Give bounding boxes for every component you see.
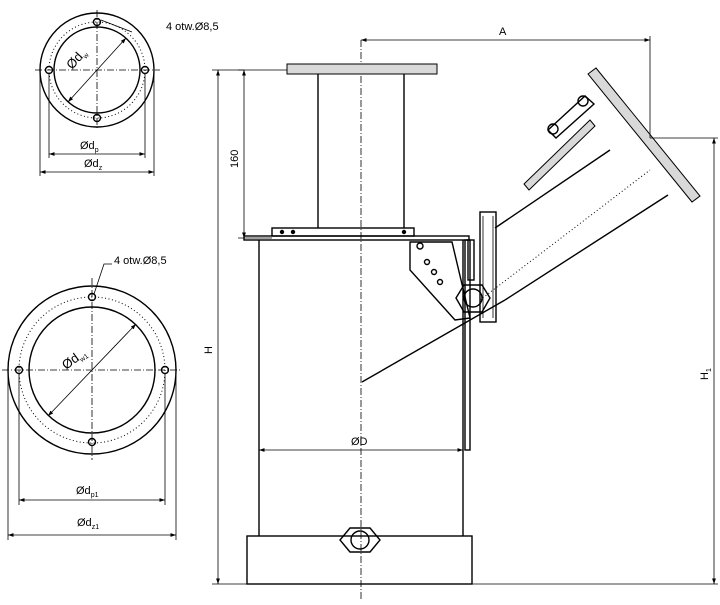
bolt-hole xyxy=(160,365,170,375)
bolt xyxy=(401,229,407,235)
bolt-hole xyxy=(92,113,102,123)
bolt-hole xyxy=(87,292,97,302)
large-flange-dz1-label: Ødz1 xyxy=(77,517,99,531)
large-flange-bolt-holes xyxy=(14,292,170,447)
small-flange-dw-dim-line xyxy=(67,37,127,103)
bolt-hole xyxy=(92,17,102,27)
chute-lower-edge xyxy=(361,299,506,383)
dim-160-label: 160 xyxy=(229,150,241,168)
drain-nut xyxy=(339,527,381,553)
bolt xyxy=(279,229,285,235)
valve-stem xyxy=(467,239,475,281)
base-block xyxy=(246,535,473,585)
dim-D-label: ØD xyxy=(351,436,368,448)
flange-plate xyxy=(243,235,470,241)
small-flange-bolt-holes xyxy=(44,17,150,123)
small-flange-view: Ødw 4 otw.Ø8,5 Ødp Ødz xyxy=(35,10,219,176)
large-flange-dp1-label: Ødp1 xyxy=(76,485,99,499)
bracket-hole xyxy=(423,258,431,266)
drain-nut-bore xyxy=(350,530,370,550)
dim-A-label: A xyxy=(499,26,507,38)
chute-upper-edge xyxy=(494,149,611,229)
bolt xyxy=(290,229,296,235)
bracket-hole xyxy=(430,268,438,276)
large-flange-view: Ødw1 4 otw.Ø8,5 Ødp1 Ødz1 xyxy=(2,255,182,540)
handle-knob xyxy=(547,123,559,135)
valve-guide xyxy=(479,211,497,323)
chute-flange xyxy=(587,67,701,203)
large-flange-holes-note: 4 otw.Ø8,5 xyxy=(114,255,167,267)
small-flange-dp-label: Ødp xyxy=(80,140,99,154)
large-flange-holes-leader xyxy=(93,263,112,295)
bolt-hole xyxy=(140,65,150,75)
small-flange-dw-label: Ødw xyxy=(63,45,91,74)
top-flange xyxy=(286,63,438,75)
bracket-hole xyxy=(416,242,424,250)
lid-handle xyxy=(546,95,596,139)
small-flange-holes-leader xyxy=(100,19,133,33)
valve-knob-center xyxy=(463,288,483,308)
large-flange-dw1-dim-line xyxy=(47,323,137,417)
bolt-hole xyxy=(44,65,54,75)
chute-axis xyxy=(479,169,651,301)
handle-knob xyxy=(577,95,589,107)
bracket-hole xyxy=(436,278,444,286)
valve-bracket xyxy=(409,241,471,321)
bolt-hole xyxy=(14,365,24,375)
lid-arm xyxy=(523,119,596,191)
valve-knob[interactable] xyxy=(455,284,491,313)
bolt-hole xyxy=(87,437,97,447)
chute-lower-edge-ext xyxy=(504,194,669,301)
small-flange-holes-note: 4 otw.Ø8,5 xyxy=(166,21,219,33)
dim-H1-label: H1 xyxy=(699,368,713,380)
dim-H-label: H xyxy=(203,346,215,354)
small-flange-dz-label: Ødz xyxy=(84,158,103,172)
main-side-view: A 160 H H1 ØD xyxy=(203,26,718,600)
